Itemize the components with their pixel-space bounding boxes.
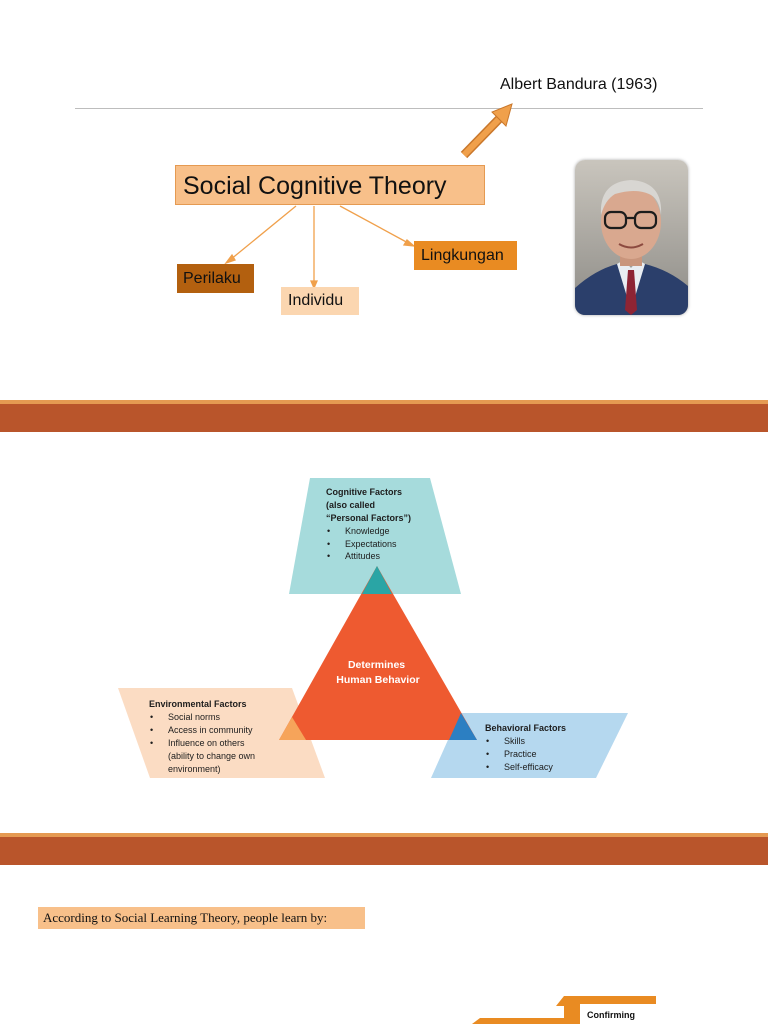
connector-perilaku [229,205,297,261]
environmental-item: (ability to change own [168,751,255,761]
environmental-item: Access in community [168,725,253,735]
node-perilaku: Perilaku [177,264,254,293]
svg-text:•: • [150,712,153,722]
learning-intro: According to Social Learning Theory, peo… [38,907,365,929]
arrow-up-right-icon [460,103,513,159]
author-label: Albert Bandura (1963) [500,76,658,93]
section-divider-band [0,400,768,432]
environmental-overlap [279,717,306,740]
node-individu: Individu [281,287,359,315]
arrowhead-icon [402,239,416,247]
environmental-factors-panel [118,688,325,778]
cognitive-overlap [362,566,392,594]
theory-title: Social Cognitive Theory [175,165,485,205]
svg-text:•: • [486,736,489,746]
behavioral-factors-panel [431,713,628,778]
cognitive-heading-3: “Personal Factors”) [326,513,411,523]
arrowhead-icon [224,253,236,265]
environmental-item: Influence on others [168,738,245,748]
cognitive-item: Attitudes [345,551,381,561]
behavioral-item: Skills [504,736,526,746]
cognitive-heading-2: (also called [326,500,375,510]
center-line-2: Human Behavior [336,674,419,686]
confirming-label: Confirming [587,1010,635,1020]
behavioral-item: Practice [504,749,537,759]
node-lingkungan: Lingkungan [414,241,517,270]
center-line-1: Determines [348,659,405,671]
svg-text:•: • [150,738,153,748]
behavioral-item: Self-efficacy [504,762,553,772]
portrait-photo [575,160,688,315]
cognitive-factors-panel [289,478,461,594]
svg-text:•: • [327,539,330,549]
environmental-heading: Environmental Factors [149,699,247,709]
slide1-connectors [224,103,513,290]
social-cognitive-diagram: Determines Human Behavior Cognitive Fact… [118,478,628,778]
svg-text:•: • [327,551,330,561]
cognitive-heading-1: Cognitive Factors [326,487,402,497]
connector-lingkungan [339,205,411,245]
svg-text:•: • [327,526,330,536]
cognitive-item: Expectations [345,539,397,549]
behavior-triangle [279,566,477,740]
svg-text:Determines Human Behavior: Determines Human Behavior [336,659,419,686]
svg-text:•: • [486,749,489,759]
divider-line [75,108,703,109]
svg-text:•: • [486,762,489,772]
portrait-image [575,160,688,315]
behavioral-overlap [449,713,477,740]
behavioral-heading: Behavioral Factors [485,723,566,733]
confirming-graphic: Confirming [472,996,656,1024]
arrowhead-icon [310,280,318,290]
environmental-item: Social norms [168,712,221,722]
svg-text:•: • [150,725,153,735]
environmental-item: environment) [168,764,221,774]
cognitive-item: Knowledge [345,526,390,536]
section-divider-band [0,833,768,865]
